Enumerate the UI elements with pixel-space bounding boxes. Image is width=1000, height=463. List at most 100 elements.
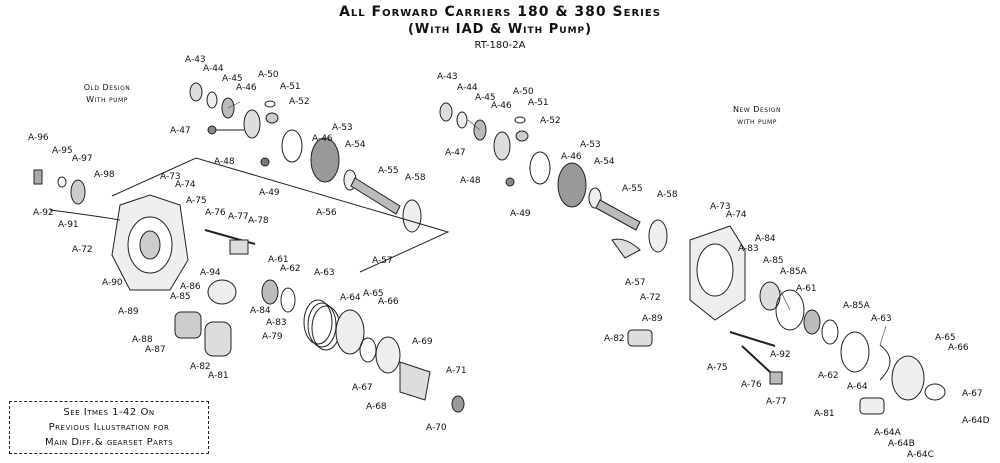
part-label: A-46	[561, 152, 582, 162]
part-label: A-68	[366, 402, 387, 412]
part-label: A-50	[513, 87, 534, 97]
reference-note-box: See Itmes 1-42 On Previous Illustration …	[9, 401, 209, 454]
part-label: A-62	[280, 264, 301, 274]
part-label: A-81	[208, 371, 229, 381]
part-label: A-52	[289, 97, 310, 107]
part-label: A-63	[314, 268, 335, 278]
part-label: A-66	[948, 343, 969, 353]
part-label: A-87	[145, 345, 166, 355]
part-label: A-44	[203, 64, 224, 74]
part-label: A-84	[755, 234, 776, 244]
part-label: A-78	[248, 216, 269, 226]
part-label: A-65	[935, 333, 956, 343]
part-label: A-92	[770, 350, 791, 360]
part-label: A-58	[657, 190, 678, 200]
part-label: A-43	[437, 72, 458, 82]
part-label: A-64B	[888, 439, 915, 449]
part-label: A-46	[312, 134, 333, 144]
part-label: A-85A	[780, 267, 807, 277]
part-label: A-85	[170, 292, 191, 302]
part-label: A-75	[707, 363, 728, 373]
part-label: A-44	[457, 83, 478, 93]
part-label: A-47	[170, 126, 191, 136]
part-label: A-82	[604, 334, 625, 344]
part-label: A-96	[28, 133, 49, 143]
new-design-note: New Design with pump	[712, 104, 802, 128]
part-label: A-45	[222, 74, 243, 84]
reference-note-line1: See Itmes 1-42 On	[63, 407, 155, 418]
part-label: A-82	[190, 362, 211, 372]
part-label: A-89	[118, 307, 139, 317]
part-label: A-67	[352, 383, 373, 393]
part-label: A-74	[726, 210, 747, 220]
part-label: A-64	[847, 382, 868, 392]
part-label: A-76	[205, 208, 226, 218]
old-design-line2: With pump	[86, 95, 128, 104]
part-label: A-58	[405, 173, 426, 183]
diagram-subtitle: (With IAD & With Pump)	[407, 22, 593, 37]
part-label: A-65	[363, 289, 384, 299]
part-label: A-51	[528, 98, 549, 108]
part-label: A-72	[72, 245, 93, 255]
part-label: A-55	[622, 184, 643, 194]
part-label: A-89	[642, 314, 663, 324]
part-label: A-73	[160, 172, 181, 182]
part-label: A-52	[540, 116, 561, 126]
part-label: A-53	[580, 140, 601, 150]
part-label: A-67	[962, 389, 983, 399]
part-label: A-63	[871, 314, 892, 324]
part-label: A-86	[180, 282, 201, 292]
part-label: A-64	[340, 293, 361, 303]
new-design-line1: New Design	[733, 105, 781, 114]
part-label: A-77	[228, 212, 249, 222]
old-design-line1: Old Design	[83, 83, 131, 92]
part-label: A-50	[258, 70, 279, 80]
part-label: A-54	[345, 140, 366, 150]
part-label: A-57	[372, 256, 393, 266]
part-label: A-72	[640, 293, 661, 303]
diagram-title: All Forward Carriers 180 & 380 Series	[339, 4, 661, 20]
part-label: A-85	[763, 256, 784, 266]
part-label: A-56	[316, 208, 337, 218]
part-label: A-76	[741, 380, 762, 390]
part-label: A-97	[72, 154, 93, 164]
part-label: A-47	[445, 148, 466, 158]
part-label: A-61	[268, 255, 289, 265]
part-label: A-70	[426, 423, 447, 433]
part-label: A-77	[766, 397, 787, 407]
part-label: A-79	[262, 332, 283, 342]
part-label: A-75	[186, 196, 207, 206]
part-label: A-46	[236, 83, 257, 93]
part-label: A-62	[818, 371, 839, 381]
part-label: A-69	[412, 337, 433, 347]
part-label: A-64C	[907, 450, 934, 460]
part-label: A-61	[796, 284, 817, 294]
part-label: A-53	[332, 123, 353, 133]
part-label: A-49	[510, 209, 531, 219]
part-label: A-98	[94, 170, 115, 180]
reference-note-line2: Previous Illustration for	[48, 422, 170, 433]
part-label: A-43	[185, 55, 206, 65]
part-label: A-84	[250, 306, 271, 316]
part-label: A-90	[102, 278, 123, 288]
part-label: A-57	[625, 278, 646, 288]
new-design-line2: with pump	[737, 117, 777, 126]
part-label: A-51	[280, 82, 301, 92]
old-design-note: Old Design With pump	[62, 82, 152, 106]
part-label: A-48	[460, 176, 481, 186]
diagram-code: RT-180-2A	[474, 40, 526, 51]
part-label: A-94	[200, 268, 221, 278]
part-label: A-92	[33, 208, 54, 218]
part-label: A-73	[710, 202, 731, 212]
part-label: A-83	[738, 244, 759, 254]
part-label: A-49	[259, 188, 280, 198]
part-label: A-95	[52, 146, 73, 156]
part-label: A-83	[266, 318, 287, 328]
part-label: A-88	[132, 335, 153, 345]
part-label: A-64A	[874, 428, 901, 438]
part-label: A-48	[214, 157, 235, 167]
part-label: A-46	[491, 101, 512, 111]
part-label: A-91	[58, 220, 79, 230]
reference-note-line3: Main Diff.& gearset Parts	[44, 437, 174, 448]
